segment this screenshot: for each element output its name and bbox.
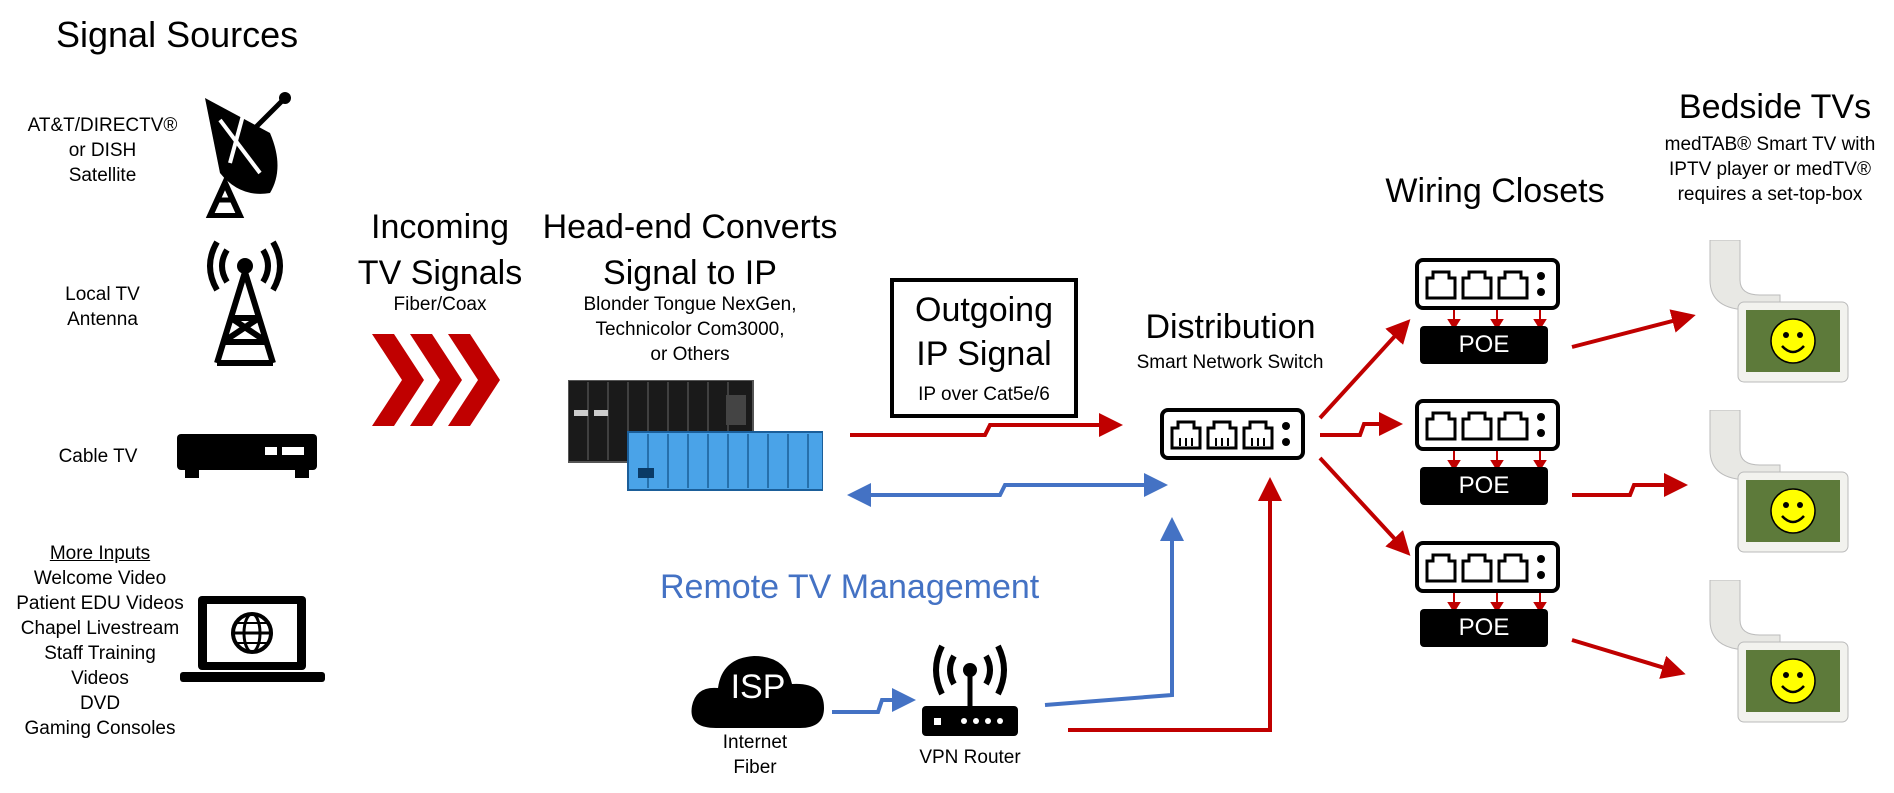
outgoing-ip-arrow (850, 413, 1123, 437)
bedside-subtitle: medTAB® Smart TV with IPTV player or med… (1664, 134, 1876, 205)
bedside-tv-icon (1709, 410, 1849, 553)
closet-switch-3-icon (1415, 541, 1560, 593)
more-inputs-title: More Inputs (49, 543, 151, 564)
more-inputs-list: More Inputs Welcome Video Patient EDU Vi… (10, 541, 190, 741)
remote-title: Remote TV Management (660, 568, 1040, 606)
distribution-subtitle: Smart Network Switch (1136, 352, 1324, 373)
outgoing-subtitle: IP over Cat5e/6 (918, 384, 1050, 405)
poe-injector-2: POE (1420, 467, 1548, 505)
bedside-title: Bedside TVs (1678, 88, 1872, 126)
cloud-icon (691, 656, 824, 728)
cable-label: Cable TV (58, 446, 138, 467)
laptop-globe-icon (180, 596, 325, 682)
isp-router-arrow (832, 688, 916, 714)
network-switch-icon (1160, 408, 1305, 460)
incoming-subtitle: Fiber/Coax (393, 294, 487, 315)
antenna-label: Local TV Antenna (65, 284, 140, 330)
wiring-title: Wiring Closets (1385, 172, 1605, 210)
switch-closet2-arrow (1320, 412, 1403, 437)
isp-label: ISP (730, 668, 786, 706)
bedside-tv-icon (1709, 580, 1849, 723)
headend-subtitle: Blonder Tongue NexGen, Technicolor Com30… (583, 294, 797, 365)
closet-switch-2-icon (1415, 399, 1560, 451)
closet-internal-arrows (1447, 307, 1547, 613)
bedside-tv-icon (1709, 240, 1849, 383)
closet2-tv-arrow (1572, 473, 1688, 497)
headend-title: Head-end Converts Signal to IP (542, 208, 838, 292)
chevron-arrows-icon (372, 334, 500, 426)
router-caption: VPN Router (919, 747, 1021, 768)
satellite-label: AT&T/DIRECTV® or DISH Satellite (27, 115, 178, 186)
outgoing-title: Outgoing IP Signal (915, 291, 1053, 373)
switch-closet1-arrow (1318, 319, 1411, 420)
headend-rack-icon (568, 380, 823, 491)
switch-closet3-arrow (1318, 456, 1411, 556)
router-switch-blue-arrow (1044, 517, 1184, 707)
router-icon (922, 644, 1018, 736)
satellite-dish-icon (205, 92, 291, 218)
closet-switch-1-icon (1415, 258, 1560, 310)
closet3-tv-arrow (1571, 638, 1686, 679)
signal-sources-title: Signal Sources (56, 14, 299, 55)
cable-box-icon (177, 434, 317, 478)
incoming-title: Incoming TV Signals (357, 208, 523, 292)
router-switch-red-arrow (1068, 477, 1282, 732)
poe-injector-1: POE (1420, 326, 1548, 364)
closet1-tv-arrow (1571, 309, 1696, 349)
poe-injector-3: POE (1420, 609, 1548, 647)
outgoing-box: Outgoing IP Signal IP over Cat5e/6 (890, 278, 1078, 418)
isp-caption: Internet Fiber (722, 732, 788, 778)
distribution-title: Distribution (1145, 308, 1316, 346)
antenna-tower-icon (207, 240, 283, 366)
